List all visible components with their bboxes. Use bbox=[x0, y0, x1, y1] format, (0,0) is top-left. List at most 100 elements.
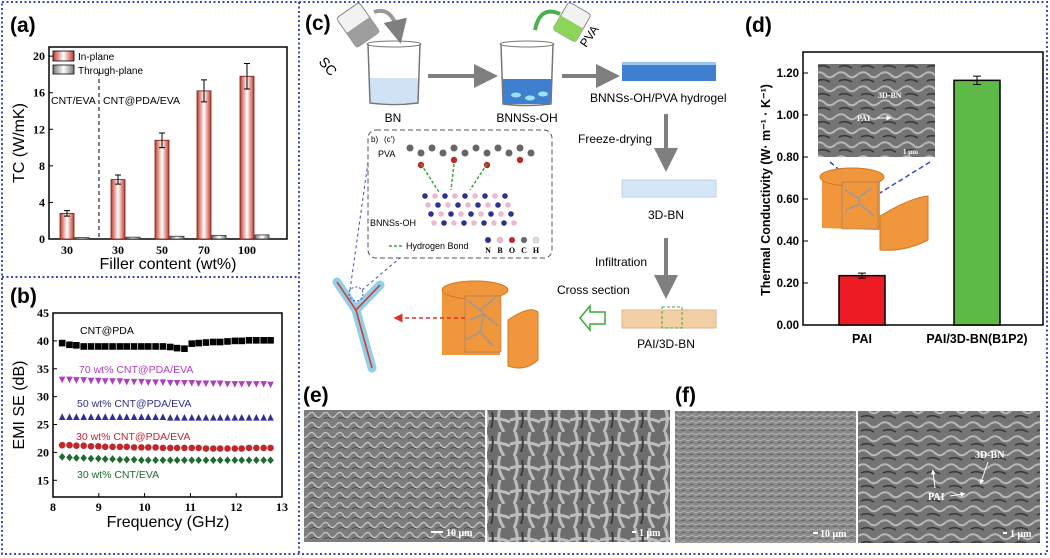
data-point bbox=[216, 338, 224, 346]
atom-n bbox=[481, 220, 487, 226]
data-point bbox=[116, 443, 124, 451]
data-point bbox=[166, 343, 174, 351]
y-tick-label: 35 bbox=[37, 362, 49, 376]
error-bar bbox=[973, 75, 981, 86]
data-point bbox=[138, 413, 145, 421]
y-tick-label: 20 bbox=[33, 49, 45, 63]
data-point bbox=[80, 413, 87, 421]
data-point bbox=[144, 379, 152, 386]
data-point bbox=[144, 456, 152, 464]
data-point bbox=[238, 337, 245, 345]
data-point bbox=[224, 413, 231, 421]
atom-b bbox=[511, 220, 517, 226]
data-point bbox=[123, 443, 131, 451]
panel-label-f: (f) bbox=[675, 384, 696, 407]
atom-b bbox=[451, 220, 457, 226]
data-point bbox=[216, 456, 224, 464]
data-point bbox=[80, 343, 87, 350]
data-point bbox=[210, 456, 217, 464]
atom-n bbox=[442, 193, 448, 199]
atom-legend-dot bbox=[496, 236, 504, 244]
atom-c bbox=[483, 149, 491, 157]
bar-through-plane bbox=[211, 234, 227, 240]
data-point bbox=[181, 456, 188, 464]
data-point bbox=[216, 413, 224, 421]
atom-n bbox=[502, 193, 508, 199]
panel-label-b: (b) bbox=[10, 285, 37, 308]
zoom-guide bbox=[874, 161, 931, 197]
x-tick-label: 70 bbox=[198, 243, 210, 257]
data-point bbox=[173, 413, 181, 421]
data-point bbox=[195, 444, 202, 452]
atom-c bbox=[417, 149, 425, 157]
data-point bbox=[123, 455, 131, 464]
data-point bbox=[238, 456, 245, 464]
zoom-guide bbox=[349, 147, 371, 291]
hydrogel-block bbox=[622, 62, 716, 81]
data-point bbox=[101, 443, 109, 451]
data-point bbox=[216, 380, 224, 388]
data-point bbox=[173, 344, 181, 352]
data-point bbox=[95, 442, 102, 450]
bar-in-plane bbox=[59, 212, 75, 240]
data-point bbox=[231, 445, 239, 452]
data-point bbox=[80, 442, 87, 450]
data-point bbox=[195, 380, 202, 388]
legend-label-through-plane: Through-plane bbox=[78, 66, 143, 77]
inset-scale-label: 1 μm bbox=[903, 148, 918, 156]
y-axis-label: TC (W/mK) bbox=[11, 103, 28, 183]
atom-b bbox=[498, 211, 504, 217]
bar-through-plane bbox=[254, 234, 270, 240]
atom-b bbox=[505, 202, 511, 208]
group-label-cnt-pda-eva: CNT@PDA/EVA bbox=[103, 95, 180, 107]
cross-section-label: Cross section bbox=[557, 283, 630, 297]
data-point bbox=[159, 413, 167, 421]
x-axis-label: Frequency (GHz) bbox=[107, 514, 230, 531]
pour-arrow-icon bbox=[373, 9, 407, 44]
data-point bbox=[66, 376, 73, 384]
group-label-cnt-eva: CNT/EVA bbox=[51, 95, 96, 107]
bar-through-plane bbox=[169, 235, 185, 240]
atom-b bbox=[472, 193, 478, 199]
data-point bbox=[152, 413, 159, 421]
data-point bbox=[253, 456, 260, 464]
data-point bbox=[144, 343, 152, 350]
atom-n bbox=[508, 211, 514, 217]
atom-n bbox=[501, 220, 507, 226]
data-point bbox=[195, 456, 202, 464]
series-label-cnt-pda: CNT@PDA bbox=[80, 325, 134, 337]
atom-legend-dot bbox=[508, 236, 516, 244]
data-point bbox=[116, 343, 124, 350]
sem-f2: 3D-BN PAI 1 μm bbox=[858, 411, 1040, 543]
data-point bbox=[73, 377, 80, 384]
data-point bbox=[173, 456, 181, 464]
series-label-50wt: 50 wt% CNT@PDA/EVA bbox=[77, 398, 191, 410]
data-point bbox=[123, 378, 131, 386]
data-point bbox=[224, 381, 231, 388]
chart-b: CNT@PDA 70 wt% CNT@PDA/EVA 50 wt% CNT@PD… bbox=[11, 306, 288, 531]
error-bar bbox=[244, 62, 250, 90]
data-point bbox=[73, 413, 80, 421]
data-point bbox=[144, 444, 152, 451]
bar-in-plane bbox=[239, 75, 255, 240]
data-point bbox=[109, 443, 116, 451]
data-point bbox=[116, 378, 124, 385]
fiber-network-icon bbox=[332, 277, 385, 373]
x-tick-label: 50 bbox=[156, 243, 168, 257]
data-point bbox=[238, 445, 245, 452]
bar-through-plane bbox=[125, 236, 141, 240]
data-point bbox=[260, 381, 267, 388]
inset-c-prime-label: (c') bbox=[384, 135, 395, 144]
x-tick-label: 13 bbox=[276, 500, 288, 514]
hydrogel-label: BNNSs-OH/PVA hydrogel bbox=[590, 91, 727, 105]
hbond-legend-label: Hydrogen Bond bbox=[406, 241, 469, 251]
data-point bbox=[216, 445, 224, 452]
data-point bbox=[138, 378, 145, 386]
data-point bbox=[152, 379, 159, 386]
atom-legend-label: O bbox=[509, 246, 515, 255]
pva-molecule-label: PVA bbox=[378, 149, 395, 159]
atom-c bbox=[494, 144, 502, 152]
atom-c bbox=[450, 144, 458, 152]
data-point bbox=[58, 376, 66, 384]
legend-label-in-plane: In-plane bbox=[78, 52, 115, 63]
